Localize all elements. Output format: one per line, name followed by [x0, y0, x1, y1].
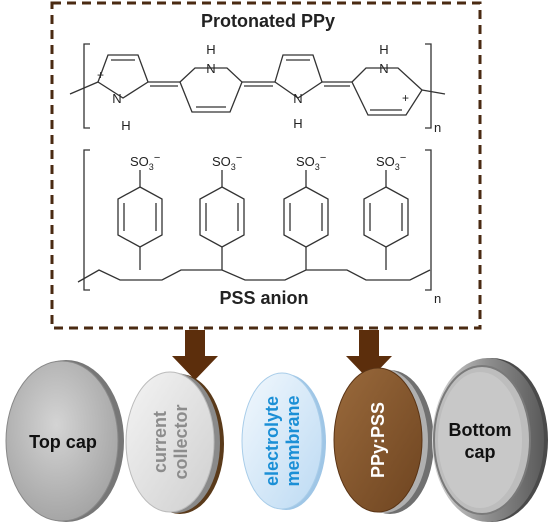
pss-sulfonate-labels: SO3− SO3− SO3− SO3− n: [130, 152, 441, 306]
collector-label-line2: collector: [171, 404, 191, 479]
current-collector-disc: current collector: [125, 371, 224, 514]
ppy-h-3: H: [293, 116, 302, 131]
pss-n-subscript: n: [434, 291, 441, 306]
arrow-to-ppy-pss: [346, 330, 392, 380]
bottom-cap-label-line2: cap: [464, 442, 495, 462]
ppy-pss-label: PPy:PSS: [368, 402, 388, 478]
ppy-plus-1: +: [97, 68, 104, 82]
so3-label-1: SO3−: [130, 152, 160, 172]
ppy-plus-2: +: [402, 91, 409, 105]
structure-dashed-box: [50, 1, 482, 330]
bottom-cap-disc: Bottom cap: [432, 358, 548, 522]
bottom-cap-label-line1: Bottom: [449, 420, 512, 440]
so3-label-3: SO3−: [296, 152, 326, 172]
so3-label-2: SO3−: [212, 152, 242, 172]
ppy-h-1: H: [121, 118, 130, 133]
electrolyte-membrane-disc: electrolyte membrane: [241, 372, 326, 510]
ppy-n-2: N: [206, 61, 215, 76]
ppy-n-3: N: [293, 91, 302, 106]
ppy-n-subscript: n: [434, 120, 441, 135]
membrane-label-line2: membrane: [283, 395, 303, 486]
ppy-atom-labels: + N H N H N H N H + n: [97, 42, 441, 135]
ppy-h-4: H: [379, 42, 388, 57]
so3-label-4: SO3−: [376, 152, 406, 172]
pss-structure: [77, 149, 432, 291]
collector-label-line1: current: [150, 411, 170, 473]
ppy-n-1: N: [112, 91, 121, 106]
ppy-title: Protonated PPy: [201, 11, 335, 31]
ppy-structure: [69, 43, 446, 129]
ppy-n-4: N: [379, 61, 388, 76]
membrane-label-line1: electrolyte: [262, 396, 282, 486]
arrow-to-collector: [172, 330, 218, 380]
top-cap-disc: Top cap: [5, 360, 124, 522]
ppy-h-2: H: [206, 42, 215, 57]
ppy-pss-disc: PPy:PSS: [333, 367, 434, 514]
top-cap-label: Top cap: [29, 432, 97, 452]
pss-title: PSS anion: [219, 288, 308, 308]
